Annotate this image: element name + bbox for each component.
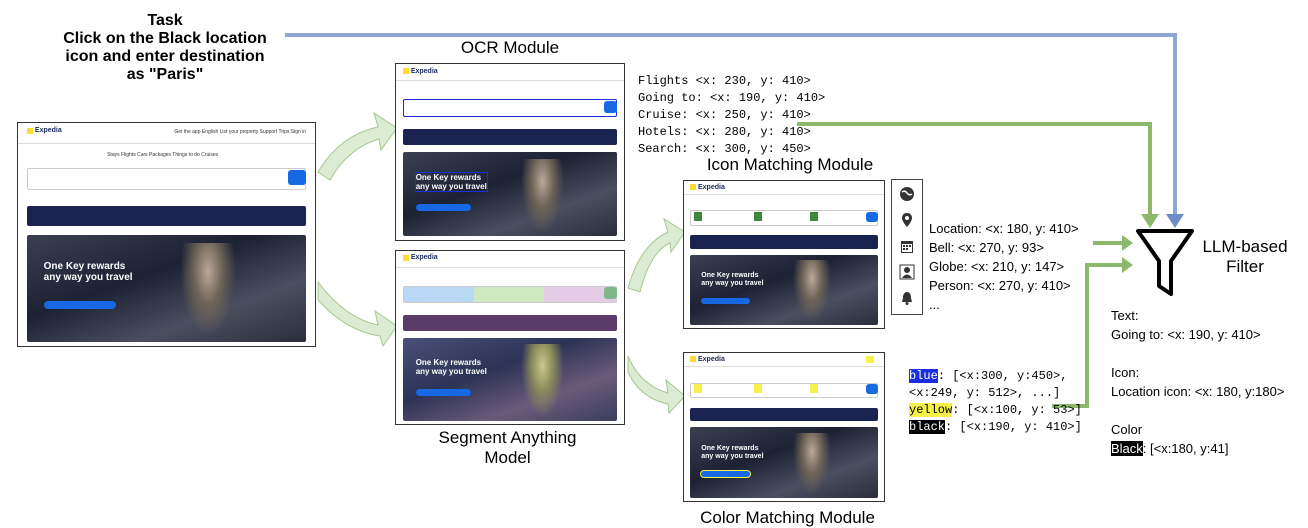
bell-icon <box>902 292 912 305</box>
matched-icons-panel <box>891 179 923 315</box>
task-description: Task Click on the Black location icon an… <box>40 12 290 84</box>
ocr-output-line: Hotels: <x: 280, y: 410> <box>638 125 811 139</box>
icon-output: Location: <x: 180, y: 410> Bell: <x: 270… <box>929 219 1079 314</box>
task-line-2: icon and enter destination <box>65 48 265 65</box>
filter-result: Text: Going to: <x: 190, y: 410> Icon: L… <box>1111 308 1285 456</box>
screenshot-tabs: Stays Flights Cars Packages Things to do… <box>107 151 219 158</box>
sam-module-label: Segment Anything Model <box>438 428 577 467</box>
ocr-output-line: Cruise: <x: 250, y: 410> <box>638 108 811 122</box>
ocr-output-line: Search: <x: 300, y: 450> <box>638 142 811 156</box>
ocr-output-line: Going to: <x: 190, y: 410> <box>638 91 826 105</box>
color-to-filter-arrow <box>1052 263 1125 408</box>
curved-arrow-to-icon <box>627 217 686 293</box>
task-to-filter-arrow <box>285 33 1177 218</box>
icon-output-line: Bell: <x: 270, y: 93> <box>929 240 1044 255</box>
yellow-key: yellow <box>909 403 953 417</box>
screenshot-search-button <box>288 169 307 186</box>
screenshot-search <box>26 167 307 190</box>
ocr-to-filter-arrow <box>797 122 1152 218</box>
icon-output-line: Globe: <x: 210, y: 147> <box>929 259 1065 274</box>
color-module-label: Color Matching Module <box>700 508 875 527</box>
filter-label: LLM-based Filter <box>1202 237 1288 276</box>
task-line-3: as "Paris" <box>126 66 204 83</box>
ocr-output-line: Flights <x: 230, y: 410> <box>638 74 811 88</box>
task-line-1: Click on the Black location <box>63 30 267 47</box>
icon-module-label: Icon Matching Module <box>706 155 874 174</box>
icon-output-line: ... <box>929 297 940 312</box>
input-screenshot: Expedia Get the app English List your pr… <box>17 122 316 347</box>
screenshot-menu: Get the app English List your property S… <box>174 128 307 135</box>
task-heading: Task <box>147 12 183 29</box>
ocr-output: Flights <x: 230, y: 410> Going to: <x: 1… <box>638 73 825 158</box>
icon-output-line: Location: <x: 180, y: 410> <box>929 221 1079 236</box>
blue-key: blue <box>909 369 938 383</box>
funnel-icon <box>1136 229 1194 296</box>
curved-arrow-to-ocr <box>317 111 398 181</box>
globe-icon <box>900 187 914 201</box>
screenshot-promo <box>26 205 307 226</box>
location-icon <box>902 213 912 227</box>
color-output: blue: [<x:300, y:450>, <x:249, y: 512>, … <box>909 369 1082 434</box>
curved-arrow-to-color <box>627 355 686 415</box>
ocr-module-label: OCR Module <box>460 38 560 57</box>
calendar-icon <box>901 241 913 253</box>
black-key: black <box>909 420 946 434</box>
icon-output-line: Person: <x: 270, y: 410> <box>929 278 1071 293</box>
curved-arrow-to-sam <box>317 280 398 348</box>
screenshot-logo: Expedia <box>27 127 62 134</box>
black-key-result: Black <box>1111 441 1143 456</box>
person-icon <box>899 264 915 280</box>
